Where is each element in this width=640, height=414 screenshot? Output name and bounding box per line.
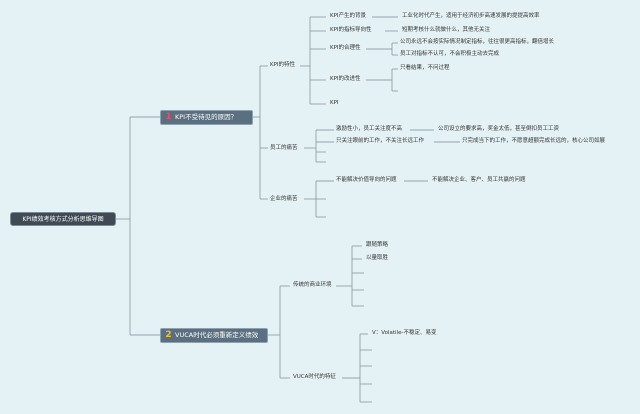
topic-follow-strategy[interactable]: 跟随策略 (366, 242, 389, 248)
topic-kpi-reasonableness-detail-1[interactable]: 公司永远不会按实际情况制定指标，往往很更高指标，翻倍增长 (400, 39, 555, 45)
topic-kpi-reasonableness[interactable]: KPI的合理性 (330, 45, 361, 51)
subtopic-vuca-features[interactable]: VUCA时代的特征 (293, 374, 336, 380)
subtopic-traditional-business[interactable]: 传统的商业环境 (293, 282, 332, 288)
topic-low-incentive[interactable]: 激励性小，员工关注度不高 (336, 126, 403, 132)
branch-2-label: VUCA时代必须重新定义绩效 (175, 331, 259, 339)
topic-kpi-reasonableness-detail-2[interactable]: 员工对指标不认可，不会积极主动去完成 (400, 51, 500, 57)
topic-kpi-improvement[interactable]: KPI的改进性 (330, 76, 361, 82)
topic-kpi-background[interactable]: KPI产生的背景 (330, 13, 367, 19)
subtopic-kpi-traits[interactable]: KPI的特性 (270, 62, 296, 68)
topic-kpi-orientation-detail[interactable]: 短期考核什么就做什么，其他无关注 (402, 27, 491, 33)
branch-1-label: KPI不受待见的原因？ (175, 113, 238, 121)
subtopic-employee-pain[interactable]: 员工的痛苦 (270, 145, 298, 151)
topic-value-orientation[interactable]: 不能解决价值导向的问题 (336, 177, 397, 183)
root-topic[interactable]: KPI绩效考核方式分析思维导图 (10, 212, 116, 226)
topic-low-incentive-detail[interactable]: 公司设立的要求高，奖金太低，甚至倒扣员工工资 (438, 126, 560, 132)
topic-vuca-volatile[interactable]: V：Volatile-不稳定、易变 (372, 330, 437, 336)
topic-short-term-focus[interactable]: 只关注眼前的工作，不关注长远工作 (336, 138, 425, 144)
topic-win-by-volume[interactable]: 以量取胜 (366, 255, 389, 261)
subtopic-enterprise-pain[interactable]: 企业的痛苦 (270, 196, 298, 202)
topic-kpi-background-detail[interactable]: 工业化时代产生，适用于经济初步高速发展的提提高效率 (402, 13, 540, 19)
priority-1-badge: 1 (165, 112, 172, 122)
priority-2-badge: 2 (165, 330, 172, 340)
topic-short-term-focus-detail[interactable]: 只完成当下的工作，不愿意超额完成长远的，核心公司如展 (462, 138, 606, 144)
topic-kpi-improvement-detail[interactable]: 只看结果，不问过程 (400, 65, 450, 71)
topic-kpi[interactable]: KPI (330, 100, 339, 106)
topic-kpi-orientation[interactable]: KPI的指标导向性 (330, 27, 372, 33)
topic-value-orientation-detail[interactable]: 不能解决企业、客户、员工共赢的问题 (432, 177, 526, 183)
